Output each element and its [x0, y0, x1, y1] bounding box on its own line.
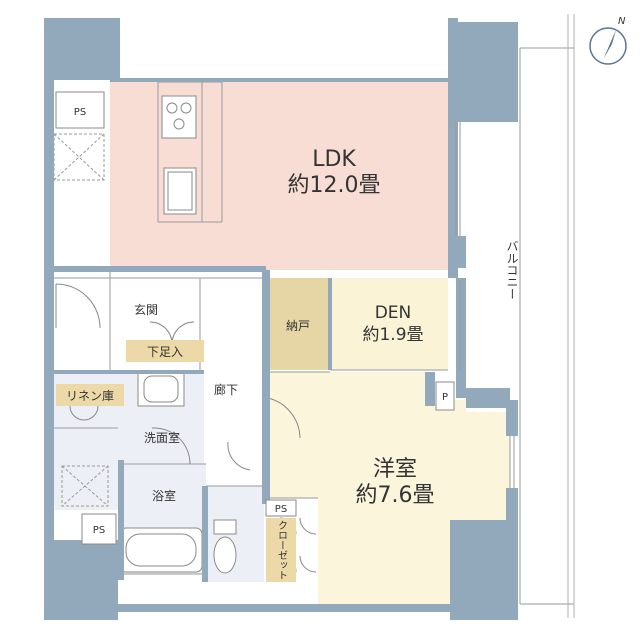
- svg-text:PS: PS: [93, 525, 105, 536]
- western-area: 約7.6畳: [356, 483, 435, 508]
- western-name: 洋室: [373, 457, 417, 482]
- storage-floor: [268, 278, 328, 370]
- window-marks: [455, 122, 515, 488]
- den-name: DEN: [375, 303, 412, 323]
- ventilation-box-lower: [61, 465, 109, 507]
- bathtub: [119, 527, 203, 573]
- svg-text:P: P: [442, 392, 448, 403]
- bath-label: 浴室: [152, 488, 176, 503]
- svg-text:PS: PS: [74, 107, 86, 118]
- ldk-name: LDK: [312, 147, 356, 172]
- p-box: P: [435, 381, 455, 411]
- storage-label: 納戸: [286, 319, 310, 333]
- compass-north-icon: N: [618, 16, 626, 27]
- ps-box-closet: PS: [265, 499, 297, 517]
- svg-text:リネン庫: リネン庫: [66, 389, 114, 403]
- entrance-label: 玄関: [134, 302, 158, 317]
- svg-text:PS: PS: [275, 504, 287, 515]
- ps-box-top: PS: [55, 91, 105, 129]
- ventilation-box-upper: [53, 133, 105, 181]
- compass: N: [589, 16, 627, 65]
- washroom-label: 洗面室: [144, 430, 180, 445]
- washbasin: [137, 371, 185, 407]
- ldk-area: 約12.0畳: [288, 173, 381, 198]
- ps-box-bottom: PS: [81, 513, 117, 545]
- shoe-box-tag: 下足入: [126, 340, 204, 362]
- den-area: 約1.9畳: [362, 325, 423, 345]
- hallway-label: 廊下: [214, 382, 238, 397]
- svg-text:クローゼット: クローゼット: [276, 520, 288, 580]
- toilet: [213, 519, 237, 574]
- linen-tag: リネン庫: [56, 384, 124, 406]
- ldk-floor: [110, 80, 448, 270]
- balcony: [519, 14, 575, 618]
- closet-tag: クローゼット: [266, 518, 296, 582]
- kitchen-counter: [161, 95, 197, 215]
- svg-text:下足入: 下足入: [147, 345, 183, 359]
- den-floor: [330, 278, 448, 370]
- walls: [44, 18, 518, 620]
- balcony-label: バルコニー: [505, 240, 519, 300]
- western-floor: [266, 372, 510, 610]
